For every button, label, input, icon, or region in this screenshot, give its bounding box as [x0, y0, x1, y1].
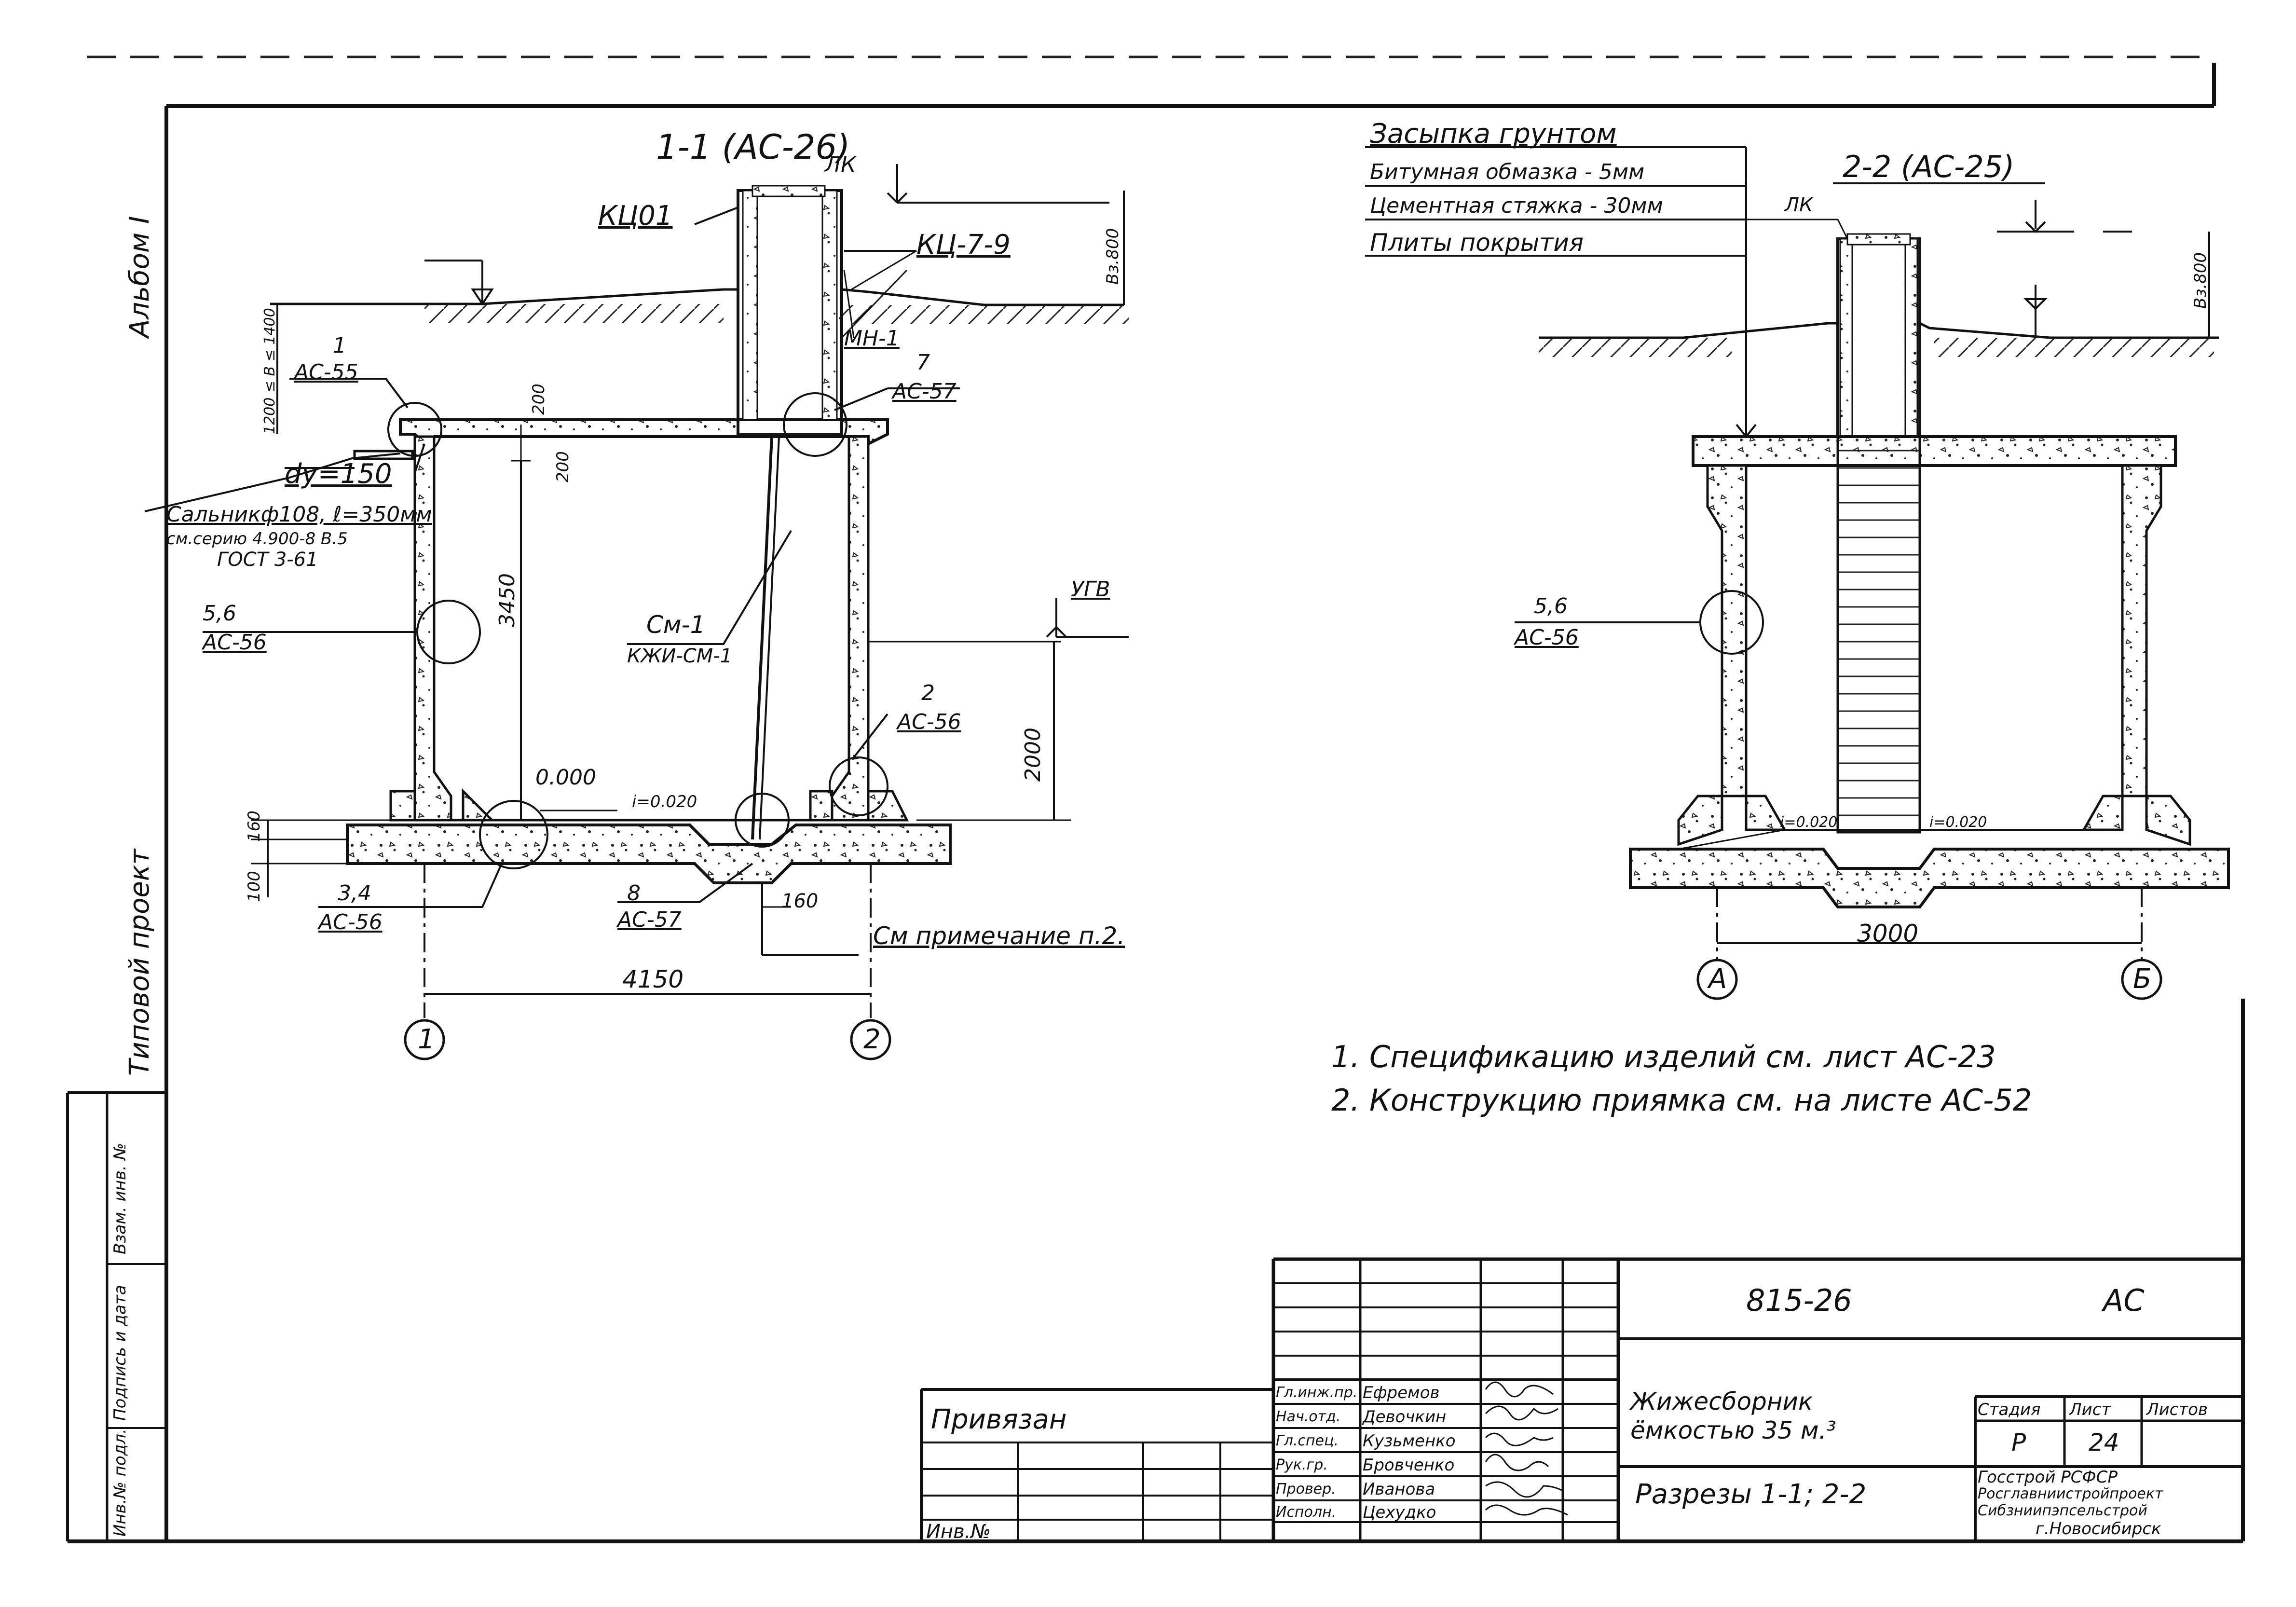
org-line-3: Сибзниипэпсельстрой — [1978, 1502, 2147, 1519]
stage-header: Стадия — [1978, 1400, 2041, 1419]
axis-1: 1 — [418, 1024, 435, 1055]
sheet-value: 24 — [2089, 1428, 2119, 1456]
note-2: 2. Конструкцию приямка см. на листе АС-5… — [1331, 1083, 2032, 1118]
node-56-num: 5,6 — [203, 601, 236, 626]
dim-160-b: 160 — [781, 890, 819, 912]
inv-podl-label: Инв.№ подл. — [110, 1428, 130, 1537]
section-1-1-title: 1-1 (АС-26) — [656, 127, 850, 167]
sheets-header: Листов — [2146, 1400, 2208, 1419]
layer-3: Цементная стяжка - 30мм — [1370, 193, 1663, 218]
sheet-title: Разрезы 1-1; 2-2 — [1635, 1479, 1867, 1510]
title-block-grid — [107, 1257, 2243, 1541]
node-2-num: 2 — [921, 681, 935, 705]
section-2-2-title: 2-2 (АС-25) — [1843, 149, 2015, 184]
sheet-header: Лист — [2069, 1400, 2111, 1419]
cm1-num: См-1 — [646, 611, 706, 639]
node-56-num-2: 5,6 — [1534, 594, 1568, 618]
gland-line-2: см.серию 4.900-8 В.5 — [166, 529, 348, 549]
node-8-sheet: АС-57 — [617, 907, 682, 932]
node-7-sheet: АС-57 — [892, 379, 957, 404]
org-line-2: Росглавниистройпроект — [1978, 1485, 2163, 1502]
object-line-2: ёмкостью 35 м.³ — [1630, 1416, 1836, 1444]
note-1: 1. Спецификацию изделий см. лист АС-23 — [1331, 1039, 1996, 1074]
gland-line-1: Сальникф108, ℓ=350мм — [166, 502, 432, 527]
name-1: Девочкин — [1363, 1407, 1447, 1427]
dim-100: 100 — [245, 871, 264, 902]
section-1-1-lk: ЛК — [825, 152, 856, 177]
dim-200-a: 200 — [529, 384, 548, 415]
see-note: См примечание п.2. — [873, 922, 1125, 950]
depth-range: 1200 ≤ В ≤ 1400 — [261, 308, 278, 434]
section-1-1-drawing — [144, 164, 1129, 1060]
typical-project-label: Типовой проект — [124, 849, 155, 1076]
pipe-dy: dy=150 — [285, 458, 392, 490]
dim-160: 160 — [245, 810, 264, 842]
kc01-label: КЦ01 — [598, 200, 673, 232]
axis-2: 2 — [863, 1024, 881, 1055]
dim-2000: 2000 — [1021, 728, 1045, 782]
axis-b: Б — [2133, 963, 2152, 995]
ugv-label: УГВ — [1071, 577, 1110, 602]
node-8-num: 8 — [627, 881, 641, 906]
stage-value: Р — [2011, 1428, 2026, 1456]
dim-3000: 3000 — [1857, 920, 1919, 948]
inv-no-label: Инв.№ — [926, 1521, 991, 1543]
name-5: Цехудко — [1363, 1503, 1436, 1522]
section-2-2-drawing — [1365, 146, 2230, 1000]
slope-1-1: i=0.020 — [632, 792, 697, 811]
name-3: Бровченко — [1363, 1456, 1455, 1475]
fill-height-1: Вз.800 — [1103, 228, 1122, 285]
role-2: Гл.спец. — [1276, 1432, 1339, 1449]
signature-date-label: Подпись и дата — [110, 1285, 130, 1421]
doc-code: 815-26 — [1746, 1283, 1852, 1318]
dim-4150: 4150 — [622, 965, 684, 993]
vzam-inv-label: Взам. инв. № — [110, 1143, 130, 1254]
layer-4: Плиты покрытия — [1370, 229, 1584, 257]
level-0: 0.000 — [535, 765, 596, 790]
object-line-1: Жижесборник — [1630, 1387, 1813, 1415]
slope-2-2-left: i=0.020 — [1780, 814, 1838, 831]
org-line-1: Госстрой РСФСР — [1978, 1468, 2118, 1487]
album-label: Альбом I — [124, 216, 155, 338]
node-34-num: 3,4 — [338, 881, 371, 906]
layer-1: Засыпка грунтом — [1370, 118, 1617, 150]
node-34-sheet: АС-56 — [318, 910, 383, 934]
node-56-sheet-2: АС-56 — [1515, 625, 1579, 650]
sheet-frame — [66, 63, 2245, 1543]
gland-line-3: ГОСТ 3-61 — [217, 549, 318, 571]
slope-2-2-right: i=0.020 — [1929, 814, 1987, 831]
fill-height-2: Вз.800 — [2191, 252, 2210, 309]
dim-200-b: 200 — [553, 451, 573, 482]
node-7-num: 7 — [916, 350, 930, 375]
mn1-label: МН-1 — [844, 326, 900, 351]
doc-mark: АС — [2103, 1283, 2145, 1318]
signature-scribbles — [1485, 1381, 1568, 1516]
cm1-sheet: КЖИ-СМ-1 — [627, 645, 733, 667]
name-4: Иванова — [1363, 1480, 1435, 1499]
node-1-sheet: АС-55 — [294, 360, 358, 385]
name-0: Ефремов — [1363, 1383, 1440, 1402]
layer-2: Битумная обмазка - 5мм — [1370, 160, 1645, 184]
org-line-4: г.Новосибирск — [2036, 1519, 2161, 1538]
role-1: Нач.отд. — [1276, 1408, 1341, 1425]
node-2-sheet: АС-56 — [897, 710, 961, 734]
dim-3450: 3450 — [495, 573, 519, 627]
node-1-num: 1 — [333, 333, 346, 358]
section-2-2-lk: ЛК — [1785, 194, 1813, 216]
privyazan-label: Привязан — [931, 1404, 1067, 1435]
axis-a: А — [1708, 963, 1727, 995]
role-4: Провер. — [1276, 1481, 1336, 1497]
kc7-9-label: КЦ-7-9 — [916, 229, 1011, 261]
node-56-sheet: АС-56 — [203, 630, 267, 655]
role-5: Исполн. — [1276, 1504, 1337, 1521]
name-2: Кузьменко — [1363, 1431, 1456, 1451]
role-0: Гл.инж.пр. — [1276, 1384, 1358, 1401]
role-3: Рук.гр. — [1276, 1456, 1328, 1473]
